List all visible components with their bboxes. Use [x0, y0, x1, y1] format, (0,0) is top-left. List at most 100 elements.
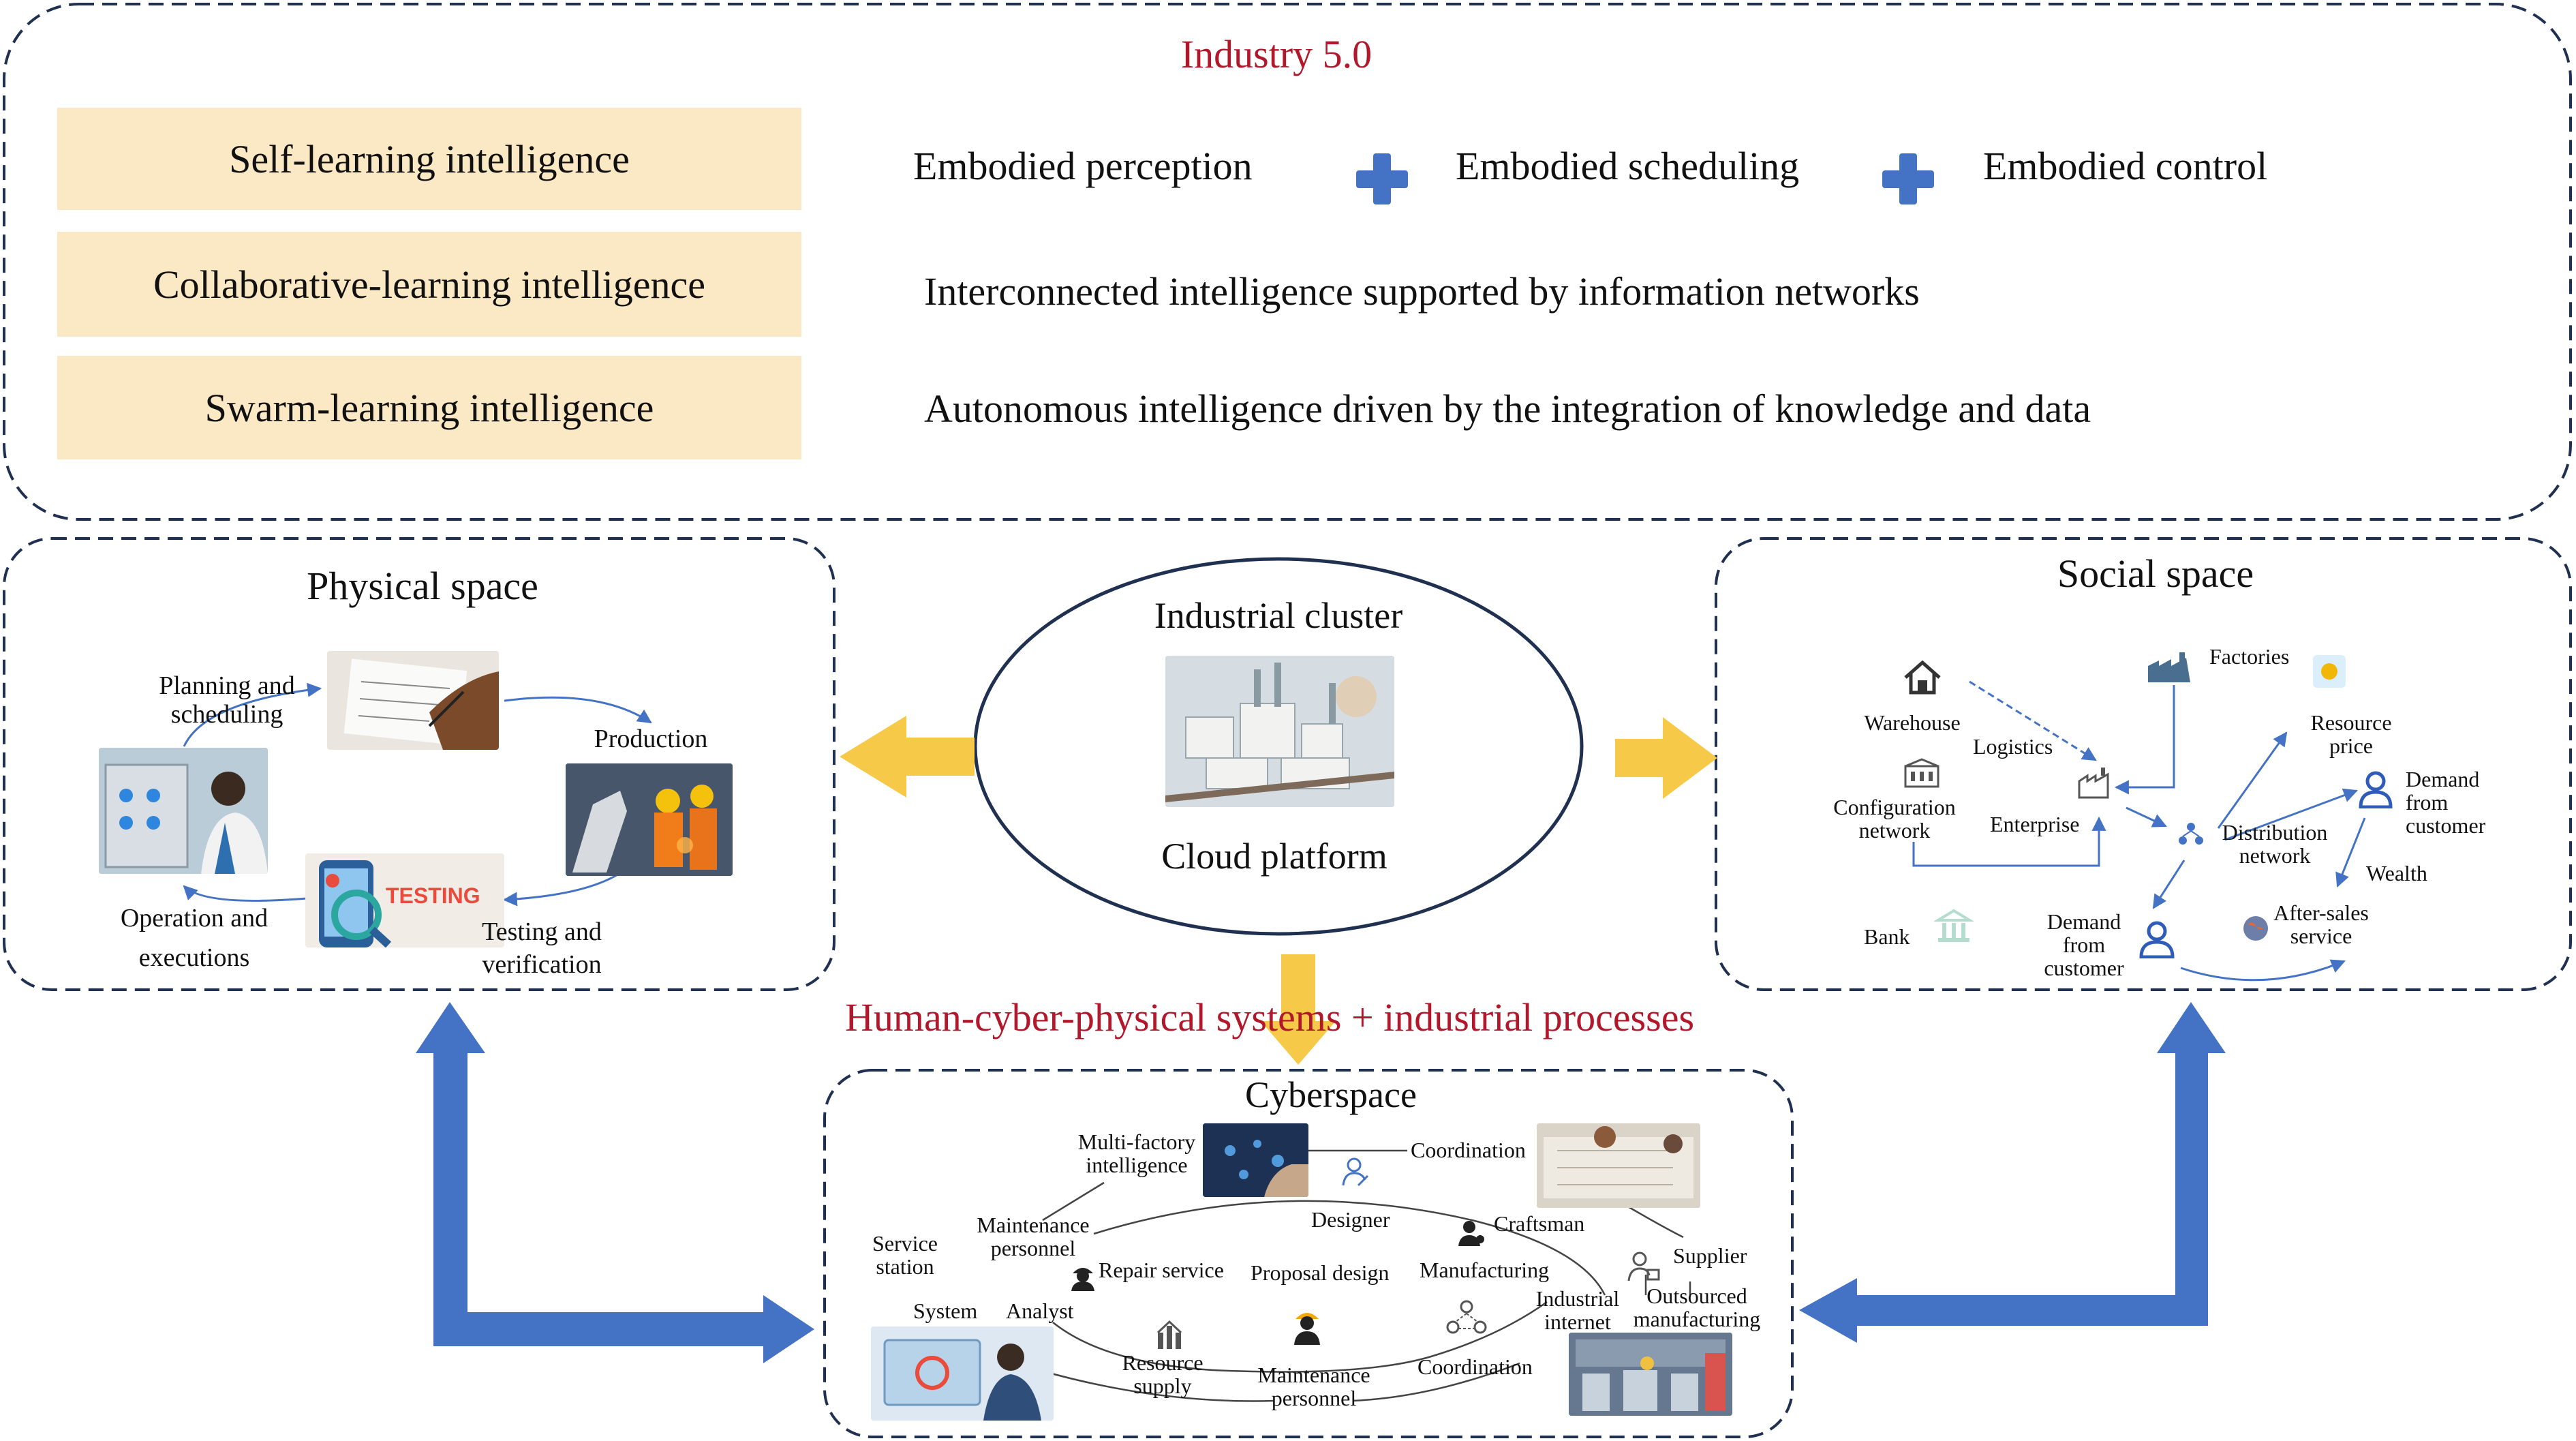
cyber-title: Cyberspace — [1245, 1074, 1417, 1115]
factory-floor-photo — [1569, 1333, 1732, 1416]
gold-arrow-down — [1261, 954, 1336, 1065]
cyber-link — [1621, 1202, 1684, 1239]
factories-label: Factories — [2209, 644, 2290, 669]
embodied-perception: Embodied perception — [913, 144, 1253, 188]
gold-arrow-left — [840, 716, 975, 798]
customer-icon — [2359, 771, 2393, 808]
physical-frame — [3, 537, 835, 991]
physical-title: Physical space — [307, 564, 538, 608]
resource-supply-icon — [1156, 1320, 1182, 1349]
social-title: Social space — [2057, 551, 2254, 596]
testing-photo: TESTING — [305, 853, 504, 947]
cyber-link — [1352, 1362, 1520, 1402]
network-arrow — [2152, 860, 2186, 909]
system-analyst-photo — [871, 1326, 1054, 1421]
enterprise-icon — [2078, 768, 2109, 799]
plus-icon — [1882, 153, 1934, 204]
hcps-banner: Human-cyber-physical systems + industria… — [844, 995, 1695, 1040]
social-frame — [1715, 537, 2572, 991]
blue-arrow-left — [416, 1002, 814, 1363]
craftsman-label: Craftsman — [1494, 1211, 1585, 1236]
cyber-link — [1042, 1181, 1105, 1222]
logistics-label: Logistics — [1973, 734, 2053, 759]
configuration-network-icon — [1904, 758, 1939, 788]
autonomous-text: Autonomous intelligence driven by the in… — [924, 386, 2091, 431]
proposal-design-label: Proposal design — [1251, 1260, 1390, 1285]
operation-photo — [99, 748, 268, 874]
coordination-group-icon — [1446, 1300, 1487, 1334]
factories-icon — [2148, 652, 2190, 682]
gold-arrow-right — [1615, 717, 1717, 799]
distribution-network-icon — [2179, 823, 2203, 845]
cyber-ring — [1052, 1301, 1548, 1373]
level-label: Collaborative-learning intelligence — [153, 262, 706, 307]
cycle-arrow — [504, 696, 652, 724]
cyber-frame — [823, 1069, 1794, 1438]
supplier-icon — [1627, 1252, 1660, 1281]
interconnected-text: Interconnected intelligence supported by… — [924, 269, 1920, 314]
embodied-control: Embodied control — [1983, 144, 2268, 188]
repair-worker-icon — [1071, 1268, 1094, 1291]
testing-badge: TESTING — [386, 883, 480, 908]
cluster-title: Industrial cluster — [1154, 595, 1403, 636]
planning-photo — [327, 651, 499, 750]
production-photo — [566, 763, 733, 876]
network-arrow — [2114, 685, 2175, 795]
cyber-ring — [1093, 1200, 1606, 1296]
blue-arrow-right — [1799, 1002, 2226, 1343]
industry-frame — [3, 3, 2572, 521]
resource-price-icon — [2313, 655, 2346, 688]
analyst-label: Analyst — [1006, 1299, 1074, 1323]
designer-icon — [1342, 1157, 1369, 1187]
customer-icon — [2139, 921, 2175, 958]
industry-title: Industry 5.0 — [1180, 32, 1373, 76]
wealth-label: Wealth — [2366, 861, 2427, 885]
globe-icon — [2243, 916, 2268, 941]
maintenance-worker-icon — [1294, 1313, 1320, 1345]
bank-label: Bank — [1864, 924, 1910, 949]
level-box-collaborative: Collaborative-learning intelligence — [57, 232, 801, 337]
level-box-self: Self-learning intelligence — [57, 108, 801, 210]
cloud-platform-label: Cloud platform — [1161, 836, 1387, 877]
plus-icon — [1356, 153, 1408, 204]
warehouse-label: Warehouse — [1864, 710, 1961, 735]
supplier-label: Supplier — [1673, 1243, 1747, 1268]
multi-factory-photo — [1203, 1123, 1308, 1197]
level-label: Self-learning intelligence — [229, 136, 630, 181]
production-label: Production — [594, 725, 708, 753]
coordination-top-label: Coordination — [1411, 1138, 1526, 1162]
designer-label: Designer — [1311, 1207, 1390, 1232]
enterprise-label: Enterprise — [1990, 812, 2080, 836]
repair-service-label: Repair service — [1099, 1258, 1224, 1282]
network-arrow — [2180, 959, 2346, 982]
level-box-swarm: Swarm-learning intelligence — [57, 356, 801, 459]
manufacturing-label: Manufacturing — [1420, 1258, 1550, 1282]
craftsman-icon — [1458, 1221, 1484, 1246]
network-arrow — [1969, 680, 2097, 761]
network-arrow — [2335, 817, 2366, 888]
network-arrow — [2126, 806, 2167, 828]
cluster-photo — [1165, 656, 1394, 807]
warehouse-icon — [1904, 660, 1941, 695]
network-arrow — [2224, 788, 2358, 841]
cyber-link — [1039, 1369, 1275, 1402]
system-label: System — [913, 1299, 978, 1323]
coordination-photo — [1537, 1123, 1700, 1208]
cycle-arrow — [183, 682, 322, 747]
level-label: Swarm-learning intelligence — [204, 385, 654, 430]
